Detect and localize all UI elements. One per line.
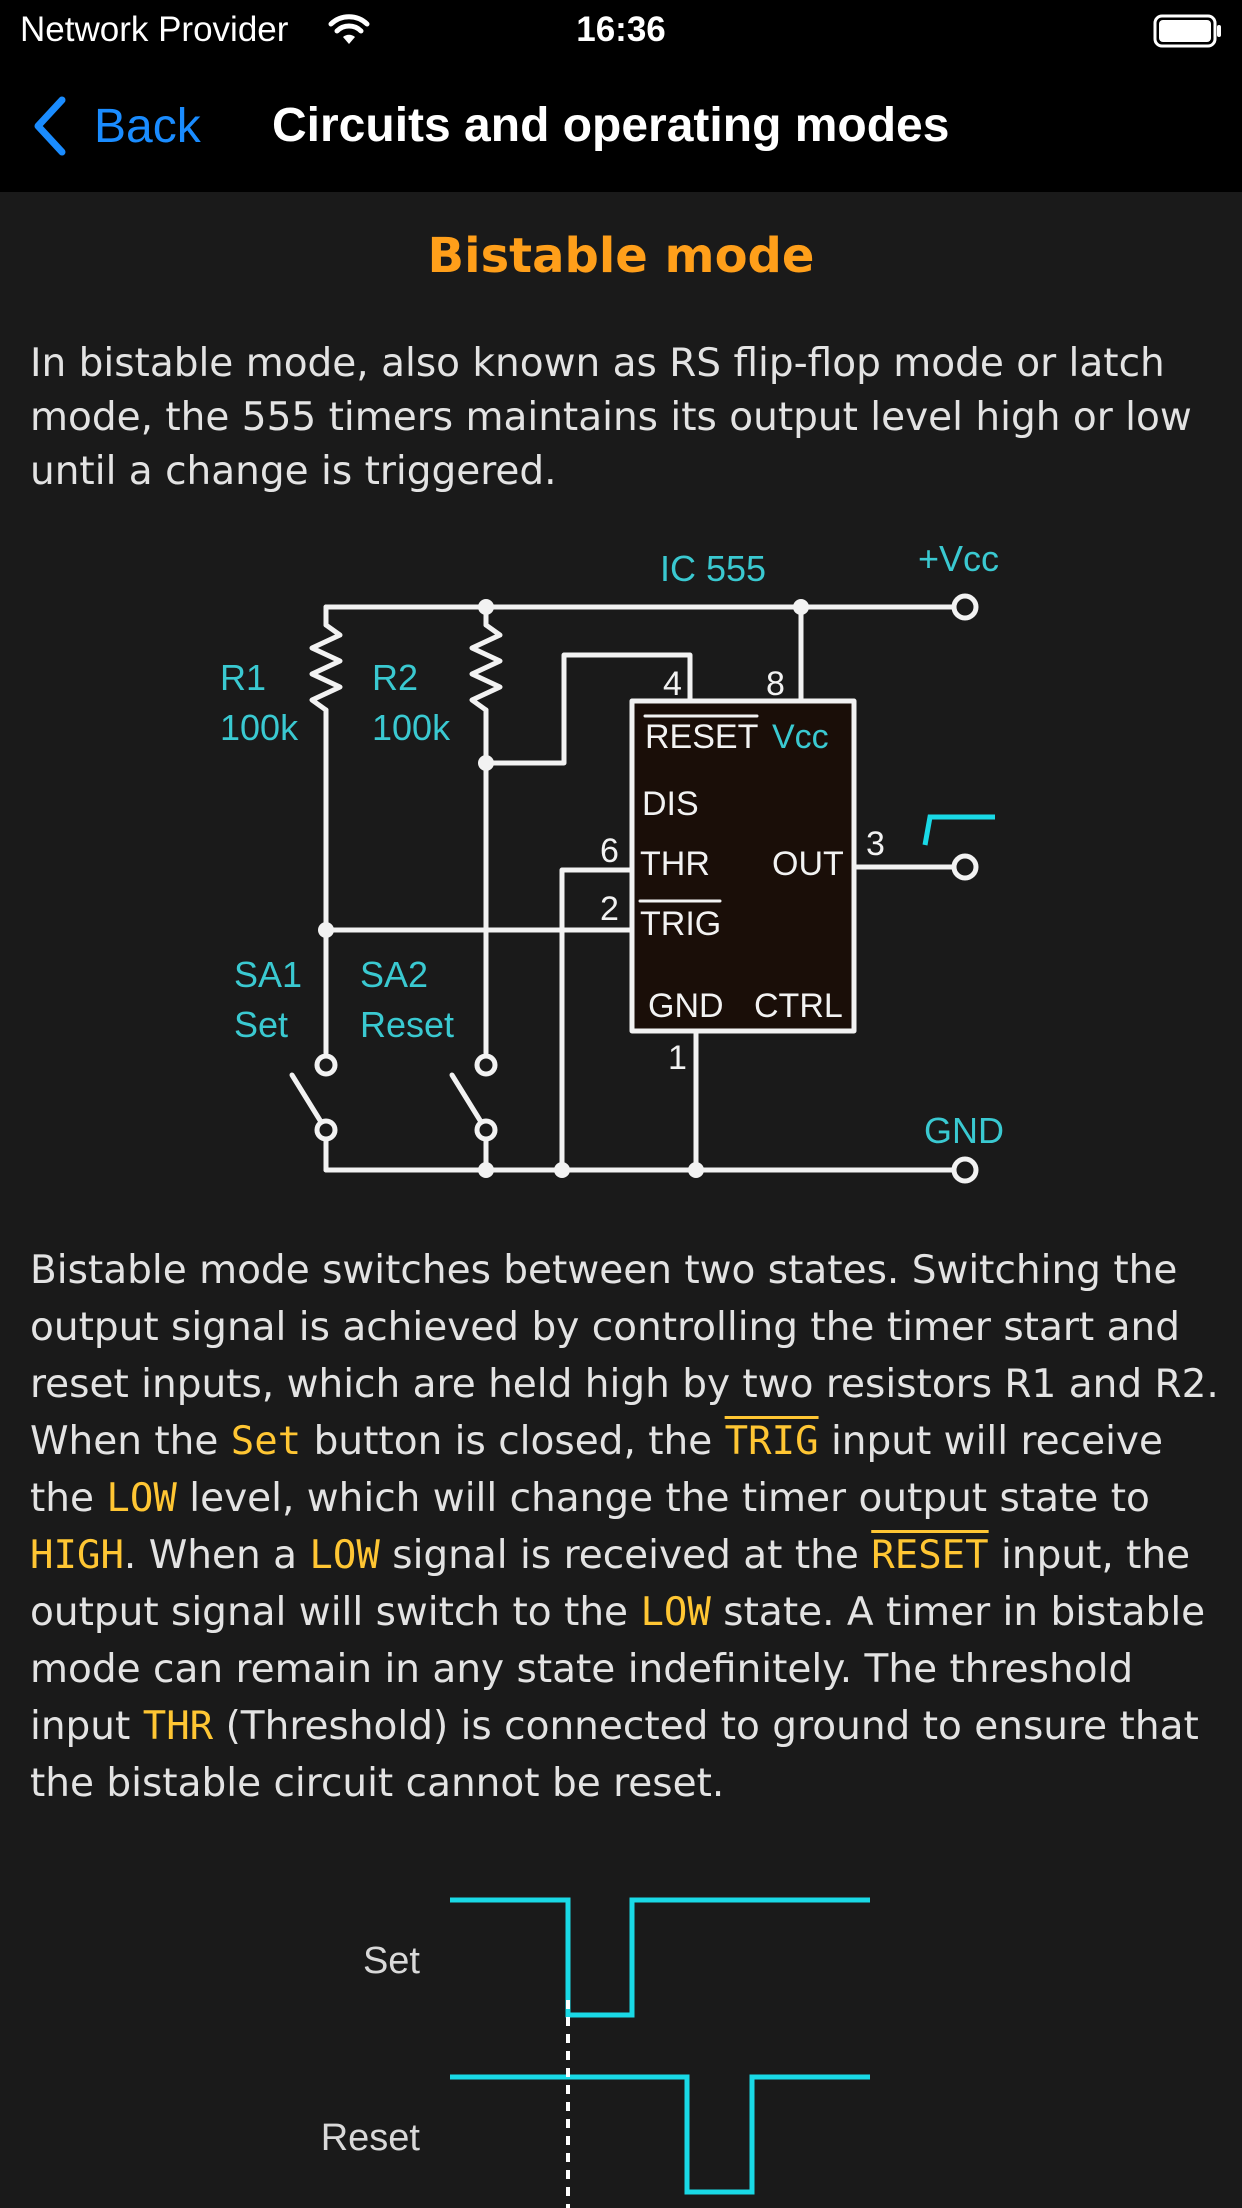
trig-pin-label: TRIG	[640, 905, 721, 943]
pin-4-number: 4	[663, 665, 682, 703]
sa1-name: SA1	[234, 954, 302, 995]
back-button-label: Back	[94, 99, 201, 153]
set-signal-label: Set	[363, 1940, 420, 1982]
section-title: Bistable mode	[427, 228, 815, 284]
dis-pin-label: DIS	[642, 785, 699, 823]
sa2-role: Reset	[360, 1004, 454, 1045]
out-pin-label: OUT	[772, 845, 844, 883]
r2-name: R2	[372, 657, 418, 698]
carrier-label: Network Provider	[20, 10, 289, 49]
body-text: (Threshold) is connected to ground to en…	[30, 1704, 1199, 1806]
thr-pin-label: THR	[640, 845, 710, 883]
ctrl-pin-label: CTRL	[754, 987, 843, 1025]
sa1-role: Set	[234, 1004, 288, 1045]
body-text: button is closed, the	[301, 1419, 725, 1464]
battery-icon	[1153, 14, 1221, 48]
pin-3-number: 3	[866, 825, 885, 863]
keyword-thr: THR	[142, 1704, 214, 1749]
reset-pin-label: RESET	[645, 718, 758, 756]
body-text: signal is received at the	[379, 1533, 872, 1578]
pin-2-number: 2	[600, 890, 619, 928]
vcc-pin-label: Vcc	[772, 718, 829, 756]
reset-signal-trace	[450, 2074, 870, 2195]
clock: 16:36	[576, 10, 666, 49]
r1-value: 100k	[220, 707, 299, 748]
wifi-icon	[328, 14, 370, 44]
set-signal-trace	[450, 1897, 870, 2018]
chevron-left-icon	[34, 96, 66, 156]
page-title: Circuits and operating modes	[272, 99, 950, 152]
intro-paragraph: In bistable mode, also known as RS flip-…	[30, 341, 1192, 494]
body-paragraph: Bistable mode switches between two state…	[30, 1242, 1220, 1812]
status-bar: Network Provider 16:36	[0, 0, 1242, 62]
keyword-low: LOW	[640, 1590, 711, 1635]
reset-signal-label: Reset	[321, 2117, 421, 2159]
navigation-bar: Back Circuits and operating modes	[0, 62, 1242, 192]
gnd-pin-label: GND	[648, 987, 724, 1025]
keyword-trig: TRIG	[724, 1419, 819, 1464]
body-text: input, the output signal will switch to …	[30, 1533, 1191, 1635]
pin-6-number: 6	[600, 832, 619, 870]
body-text: level, which will change the timer outpu…	[176, 1476, 1150, 1521]
body-text: Bistable mode switches between two state…	[30, 1248, 1219, 1464]
keyword-low: LOW	[106, 1476, 177, 1521]
ic-label: IC 555	[660, 548, 766, 589]
keyword-high: HIGH	[30, 1533, 124, 1578]
body-text: . When a	[123, 1533, 310, 1578]
keyword-reset: RESET	[871, 1533, 989, 1578]
keyword-set: Set	[230, 1419, 302, 1464]
body-text: state. A timer in bistable mode can rema…	[30, 1590, 1206, 1749]
bistable-circuit-diagram: IC 555 +Vcc GND R1 100k R2 100k SA1 Set …	[220, 538, 1004, 1184]
back-button[interactable]: Back	[30, 90, 201, 162]
timing-diagram: Set Reset	[321, 1897, 870, 2208]
gnd-label: GND	[924, 1110, 1004, 1151]
vcc-label: +Vcc	[918, 538, 999, 579]
pin-1-number: 1	[668, 1039, 687, 1077]
body-text: input will receive the	[30, 1419, 1163, 1521]
pin-8-number: 8	[766, 665, 785, 703]
r2-value: 100k	[372, 707, 451, 748]
sa2-name: SA2	[360, 954, 428, 995]
keyword-low: LOW	[309, 1533, 380, 1578]
r1-name: R1	[220, 657, 266, 698]
